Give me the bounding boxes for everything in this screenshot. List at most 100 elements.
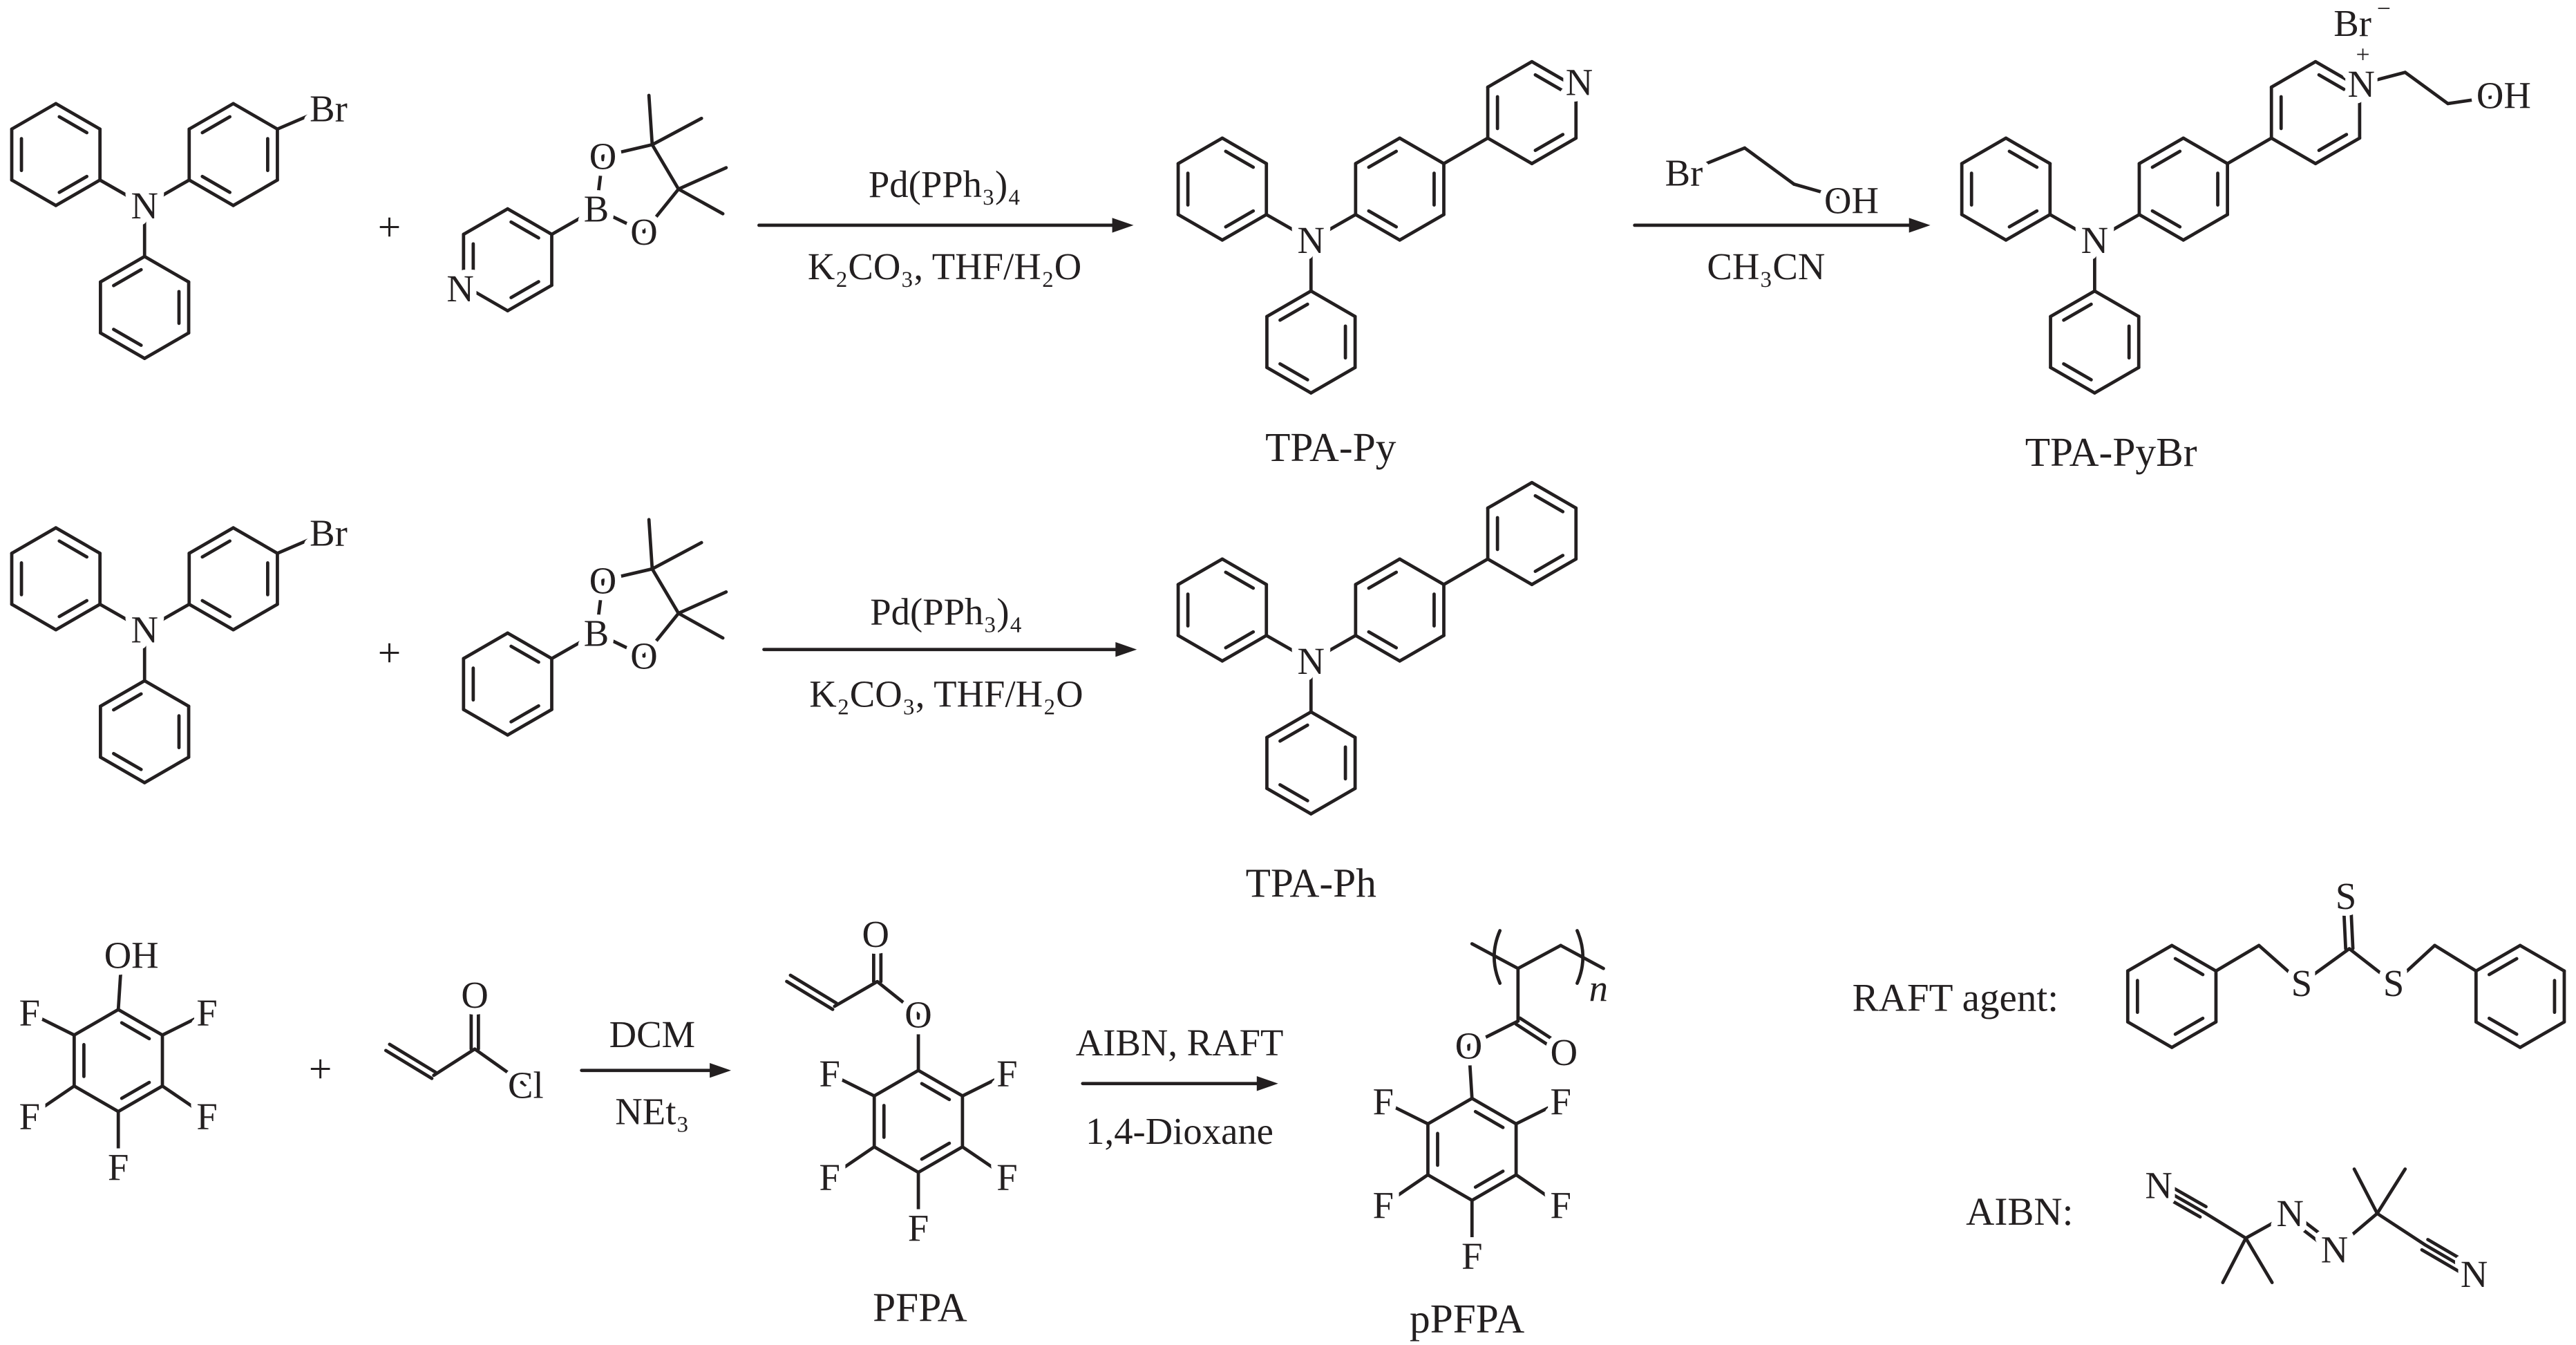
phenyl-ring-bond <box>2004 136 2052 166</box>
phenyl-ring-inner-double-bond <box>2487 1016 2519 1036</box>
phenyl-ring-bond <box>10 102 58 131</box>
single-bond <box>2300 947 2351 986</box>
phenyl-ring-bond <box>54 102 102 131</box>
single-bond <box>1467 1019 1520 1048</box>
reaction-5-initiator: AIBN, RAFT <box>1076 1022 1284 1064</box>
phenyl-ring-inner-double-bond <box>1278 362 1309 382</box>
triple-bond <box>2420 1248 2463 1275</box>
compound-name-ppfpa: pPFPA <box>1410 1296 1524 1342</box>
c-f-bond <box>828 1072 876 1098</box>
c-f-bond <box>960 1145 1009 1179</box>
pentafluorophenyl-ring-bond <box>916 1145 965 1174</box>
hydroxyl-group: OH <box>2476 74 2531 116</box>
reaction-arrow-5-head <box>1256 1076 1278 1091</box>
reaction-arrow-4-head <box>710 1063 732 1078</box>
pentafluorophenyl-ring-bond <box>1470 1173 1518 1203</box>
phenyl-ring-inner-double-bond <box>2007 149 2039 169</box>
phenyl-ring-bond <box>1265 289 1313 319</box>
pentafluorophenyl-ring-inner-double-bond <box>120 1021 151 1041</box>
pentafluorophenyl-ring-inner-double-bond <box>920 1082 951 1102</box>
pyridinium-nitrogen-atom: N <box>2347 63 2374 105</box>
oxygen-atom: O <box>630 211 657 253</box>
azo-double-bond <box>2294 1223 2326 1248</box>
pentafluorophenyl-ring-bond <box>1426 1096 1474 1126</box>
phenyl-ring-bond <box>99 254 146 284</box>
bonds-layer <box>10 59 2566 1284</box>
pyridine-nitrogen-atom: N <box>1566 61 1593 103</box>
single-bond <box>650 142 681 191</box>
pyridine-ring-bond <box>462 207 510 236</box>
phenyl-ring-bond <box>1530 557 1578 587</box>
single-bond <box>550 207 598 236</box>
pentafluorophenyl-ring-bond <box>72 1008 120 1037</box>
c-f-bond <box>1381 1100 1430 1126</box>
phenylene-ring-bond <box>1398 213 1446 242</box>
bromine-atom: Br <box>310 88 348 130</box>
phenyl-ring-bond <box>2518 1020 2566 1049</box>
single-bond <box>276 531 328 555</box>
single-bond <box>2375 1212 2427 1247</box>
phenyl-ring-inner-double-bond <box>2062 302 2093 322</box>
nitrogen-atom: N <box>2081 219 2108 261</box>
single-bond <box>2226 136 2273 166</box>
phenylene-ring-bond <box>2181 213 2229 242</box>
fluorine-atom: F <box>996 1053 1017 1095</box>
fluorine-atom: F <box>1461 1235 1482 1277</box>
phenylene-ring-bond <box>1398 557 1446 587</box>
single-bond <box>601 142 654 158</box>
phenyl-ring-inner-double-bond <box>112 692 143 712</box>
single-bond <box>2093 213 2141 242</box>
phenylene-ring-inner-double-bond <box>200 115 232 135</box>
phenyl-ring-inner-double-bond <box>57 115 89 135</box>
phenyl-ring-bond <box>1960 213 2008 242</box>
phenyl-ring-bond <box>1530 480 1578 510</box>
phenyl-ring-inner-double-bond <box>1278 302 1309 322</box>
phenyl-ring-bond <box>1309 289 1357 319</box>
phenyl-ring-bond <box>2093 366 2141 395</box>
phenylene-ring-inner-double-bond <box>200 174 232 194</box>
pyridine-ring-bond <box>1486 136 1534 166</box>
phenyl-ring-bond <box>1220 634 1269 663</box>
oxygen-atom: O <box>589 135 616 177</box>
phenyl-ring-bond <box>99 331 146 360</box>
reaction-3-base-solvent: K₂CO₃, THF/H₂O <box>809 672 1083 715</box>
phenyl-ring-bond <box>1960 136 2008 166</box>
pentafluorophenyl-ring-inner-double-bond <box>1473 1109 1505 1129</box>
fluorine-atom: F <box>908 1207 929 1250</box>
pyridinium-ring-bond <box>2313 59 2362 89</box>
pentafluorophenyl-ring-inner-double-bond <box>920 1141 951 1161</box>
phenyl-ring-bond <box>2125 1020 2174 1049</box>
pentafluorophenyl-ring-bond <box>1426 1173 1474 1203</box>
methyl-bond <box>647 518 654 571</box>
pentafluorophenyl-ring-bond <box>72 1084 120 1113</box>
phenyl-ring-inner-double-bond <box>1278 783 1309 802</box>
reaction-4-base: NEt₃ <box>615 1091 689 1133</box>
phenyl-ring-inner-double-bond <box>57 174 89 194</box>
phenyl-ring-bond <box>1309 366 1357 395</box>
single-bond <box>2446 93 2506 106</box>
phenyl-ring-bond <box>2093 289 2141 319</box>
phenyl-ring-bond <box>1265 787 1313 816</box>
triple-bond <box>2166 1190 2205 1214</box>
phenylene-ring-inner-double-bond <box>200 599 232 619</box>
single-bond <box>1442 557 1490 587</box>
oxygen-atom: O <box>630 635 657 677</box>
pyridinium-ring-bond <box>2313 136 2362 166</box>
phenyl-ring-inner-double-bond <box>1224 149 1256 169</box>
phenyl-ring-bond <box>1176 634 1224 663</box>
phenylene-ring-bond <box>187 526 235 555</box>
single-bond <box>594 154 605 211</box>
single-bond <box>116 957 124 1012</box>
phenyl-ring-bond <box>1265 366 1313 395</box>
phenylene-ring-bond <box>231 102 279 131</box>
phenylene-ring-bond <box>2137 213 2186 242</box>
phenylene-ring-inner-double-bond <box>200 539 232 559</box>
single-bond <box>601 567 654 583</box>
single-bond <box>2333 1212 2379 1252</box>
phenyl-ring-bond <box>1220 136 1269 166</box>
double-bond <box>384 1048 434 1080</box>
phenyl-ring-bond <box>142 331 191 360</box>
phenyl-ring-bond <box>1265 710 1313 740</box>
phenyl-ring-bond <box>142 679 191 708</box>
